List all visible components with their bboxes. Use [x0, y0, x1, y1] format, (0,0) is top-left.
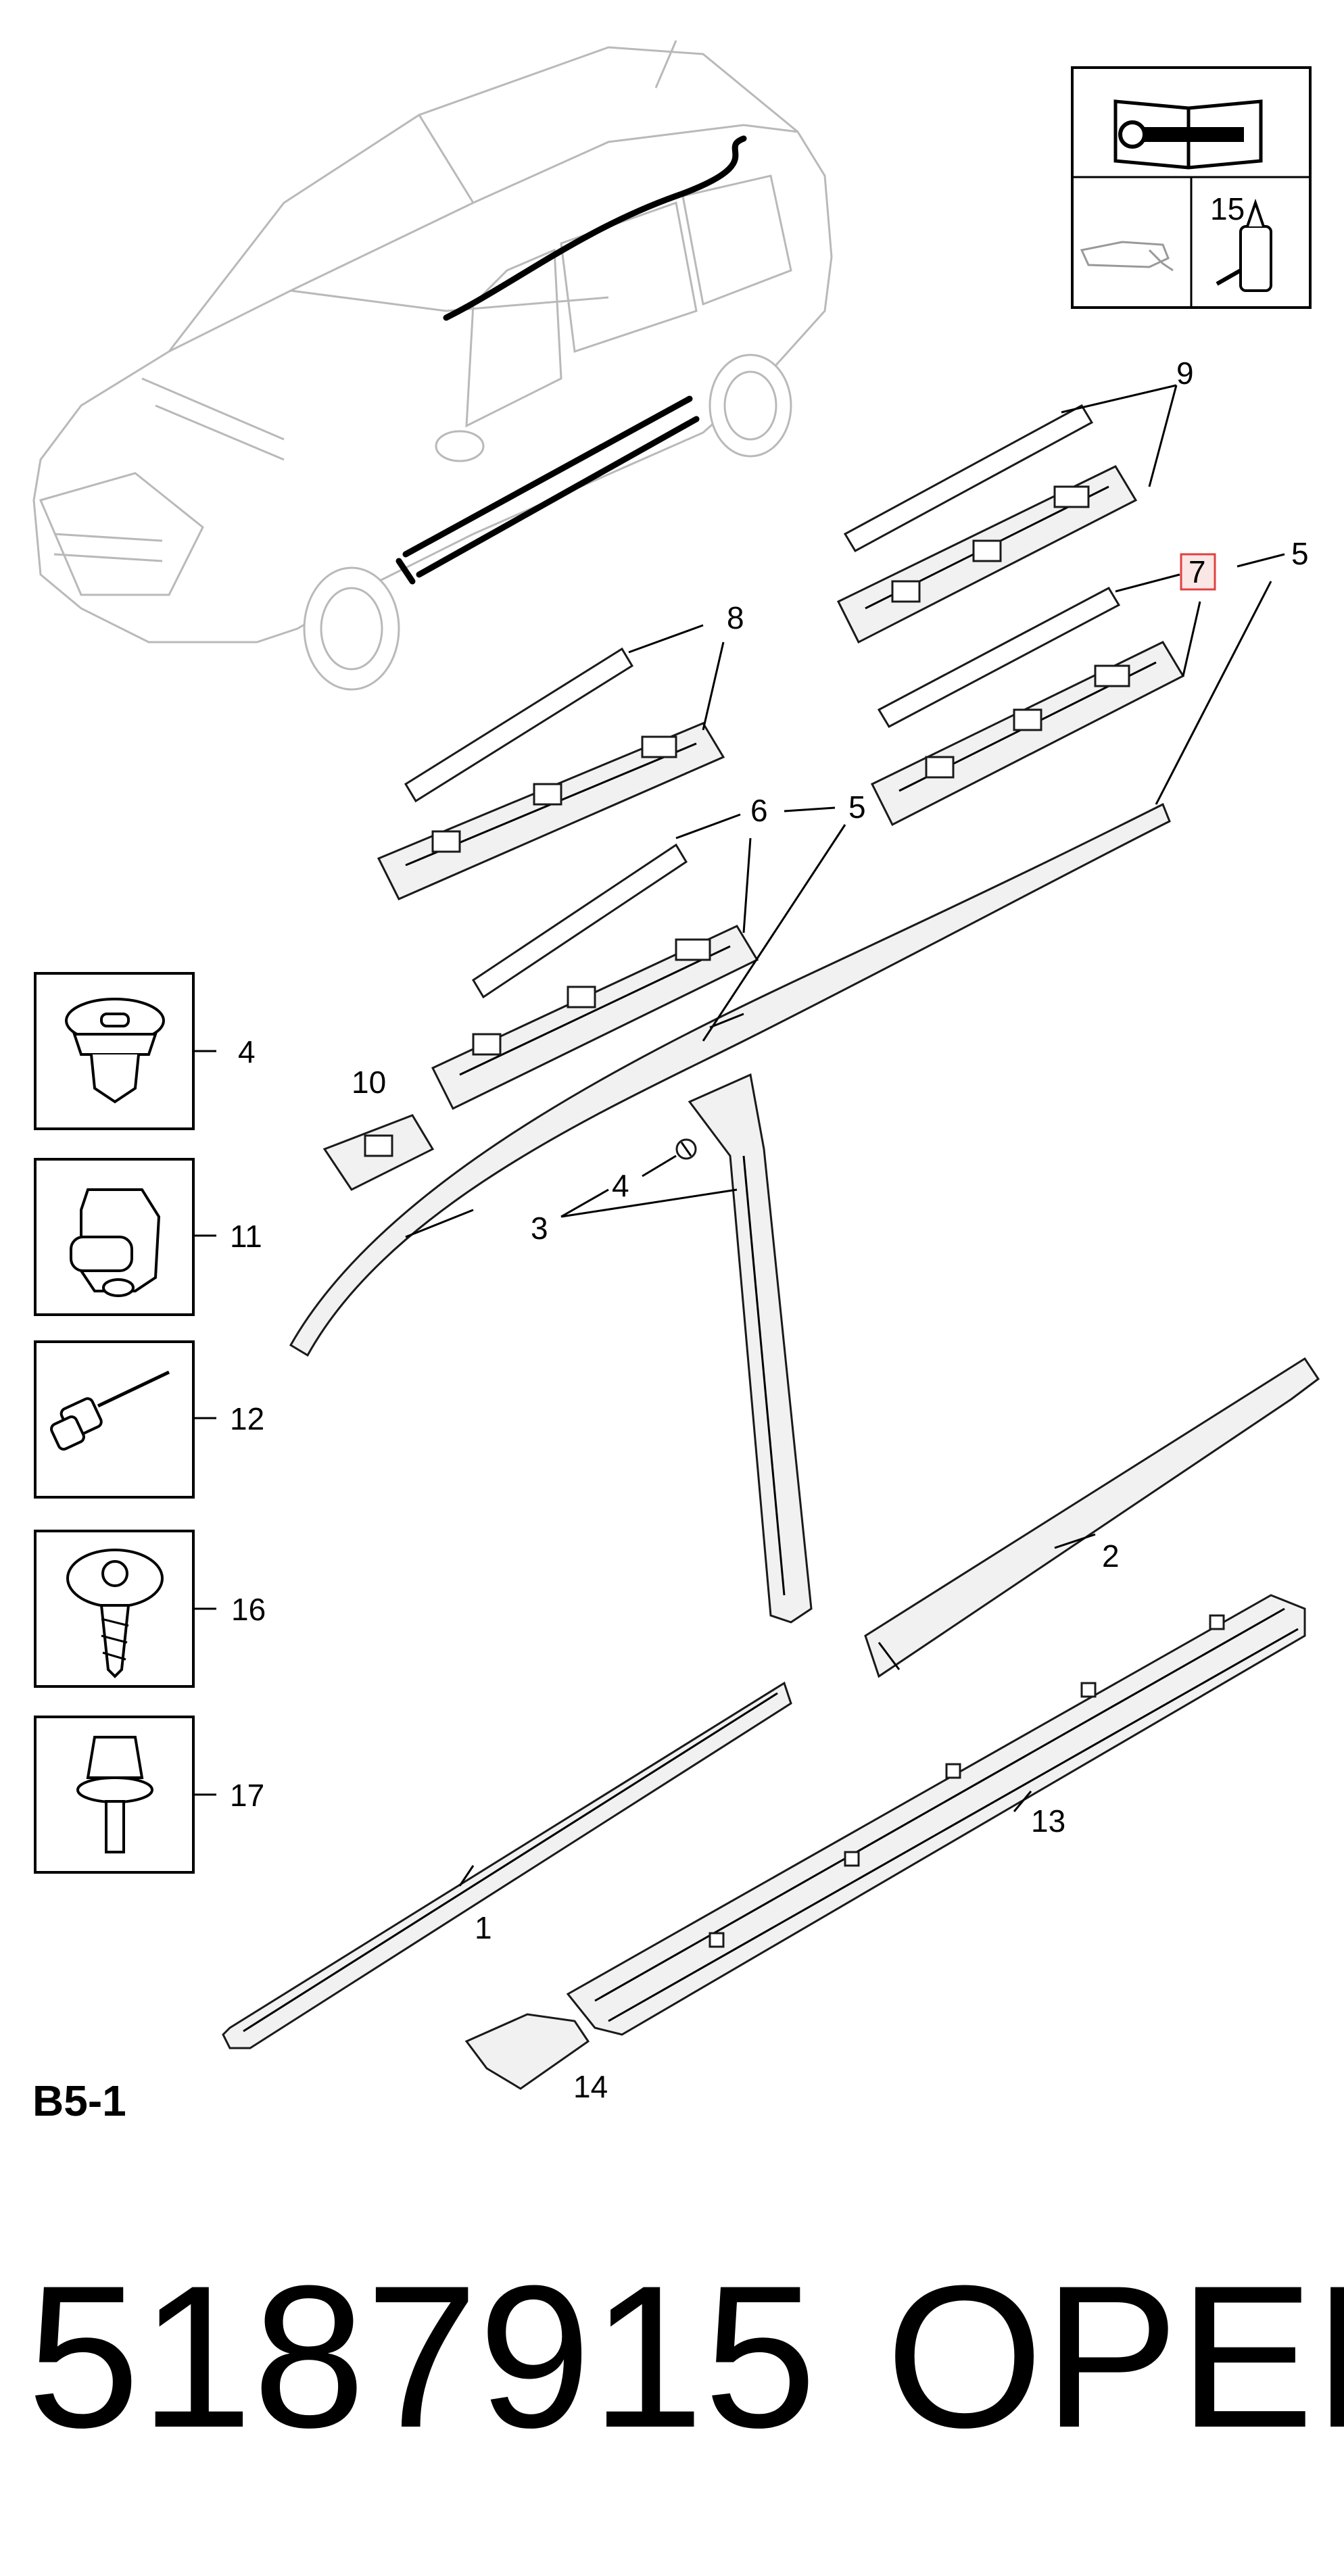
tool-item-label: 15 [1210, 191, 1245, 226]
callout-labels: 9 7 5 8 6 5 10 4 3 2 13 1 14 [352, 356, 1309, 2104]
clip-assembly-7 [870, 587, 1185, 827]
fastener-box-16: 16 [34, 1530, 266, 1688]
fastener-box-11: 11 [34, 1158, 262, 1316]
callout-2: 2 [1102, 1538, 1120, 1574]
fastener-label-4: 4 [238, 1034, 256, 1069]
dirt-cleaning-icon [1080, 241, 1174, 272]
brand-name: OPEL [886, 2243, 1344, 2470]
fastener-label-12: 12 [230, 1401, 264, 1436]
car-illustration [32, 40, 833, 691]
clip-10 [322, 1114, 435, 1191]
roof-rail-5 [289, 802, 1171, 1357]
part-number: 5187915 [27, 2243, 817, 2470]
fastener-label-11: 11 [230, 1219, 262, 1254]
adhesive-tube-icon [1216, 198, 1272, 292]
callout-14: 14 [573, 2069, 608, 2104]
sill-moulding-13 [566, 1594, 1306, 2036]
leader-lines [193, 384, 1285, 1887]
fastener-label-17: 17 [230, 1778, 264, 1813]
clip-assembly-8 [377, 647, 725, 900]
clip-assembly-6 [431, 843, 759, 1111]
clip-assembly-9 [836, 404, 1138, 644]
fastener-label-16: 16 [231, 1592, 266, 1627]
pillar-trim-3 [688, 1073, 813, 1624]
clip-4-small [675, 1138, 697, 1160]
door-moulding-1 [222, 1681, 792, 2049]
callout-5-lower: 5 [848, 789, 866, 825]
fastener-box-17: 17 [34, 1716, 264, 1874]
callout-5-upper: 5 [1291, 536, 1309, 571]
callout-13: 13 [1031, 1803, 1065, 1839]
blind-rivet-icon [50, 1370, 170, 1451]
push-clip-icon [65, 998, 165, 1104]
callout-8: 8 [727, 600, 744, 635]
callout-9: 9 [1176, 356, 1194, 391]
info-box: 15 [1071, 66, 1312, 309]
callout-7: 7 [1189, 554, 1206, 589]
callout-7-highlight [1180, 553, 1216, 591]
end-cap-14 [464, 2013, 590, 2090]
spring-clip-icon [70, 1188, 161, 1297]
callout-10: 10 [352, 1065, 386, 1100]
callout-6: 6 [750, 793, 768, 828]
fastener-box-12: 12 [34, 1340, 264, 1499]
door-moulding-2 [864, 1357, 1320, 1678]
fastener-box-4: 4 [34, 972, 256, 1130]
callout-3: 3 [531, 1211, 548, 1246]
callout-1: 1 [475, 1910, 492, 1945]
callout-4-small: 4 [612, 1168, 629, 1203]
workshop-manual-icon [1113, 99, 1263, 170]
flange-screw-icon [66, 1549, 164, 1678]
section-code: B5-1 [32, 2076, 126, 2125]
expansion-clip-icon [76, 1736, 153, 1853]
